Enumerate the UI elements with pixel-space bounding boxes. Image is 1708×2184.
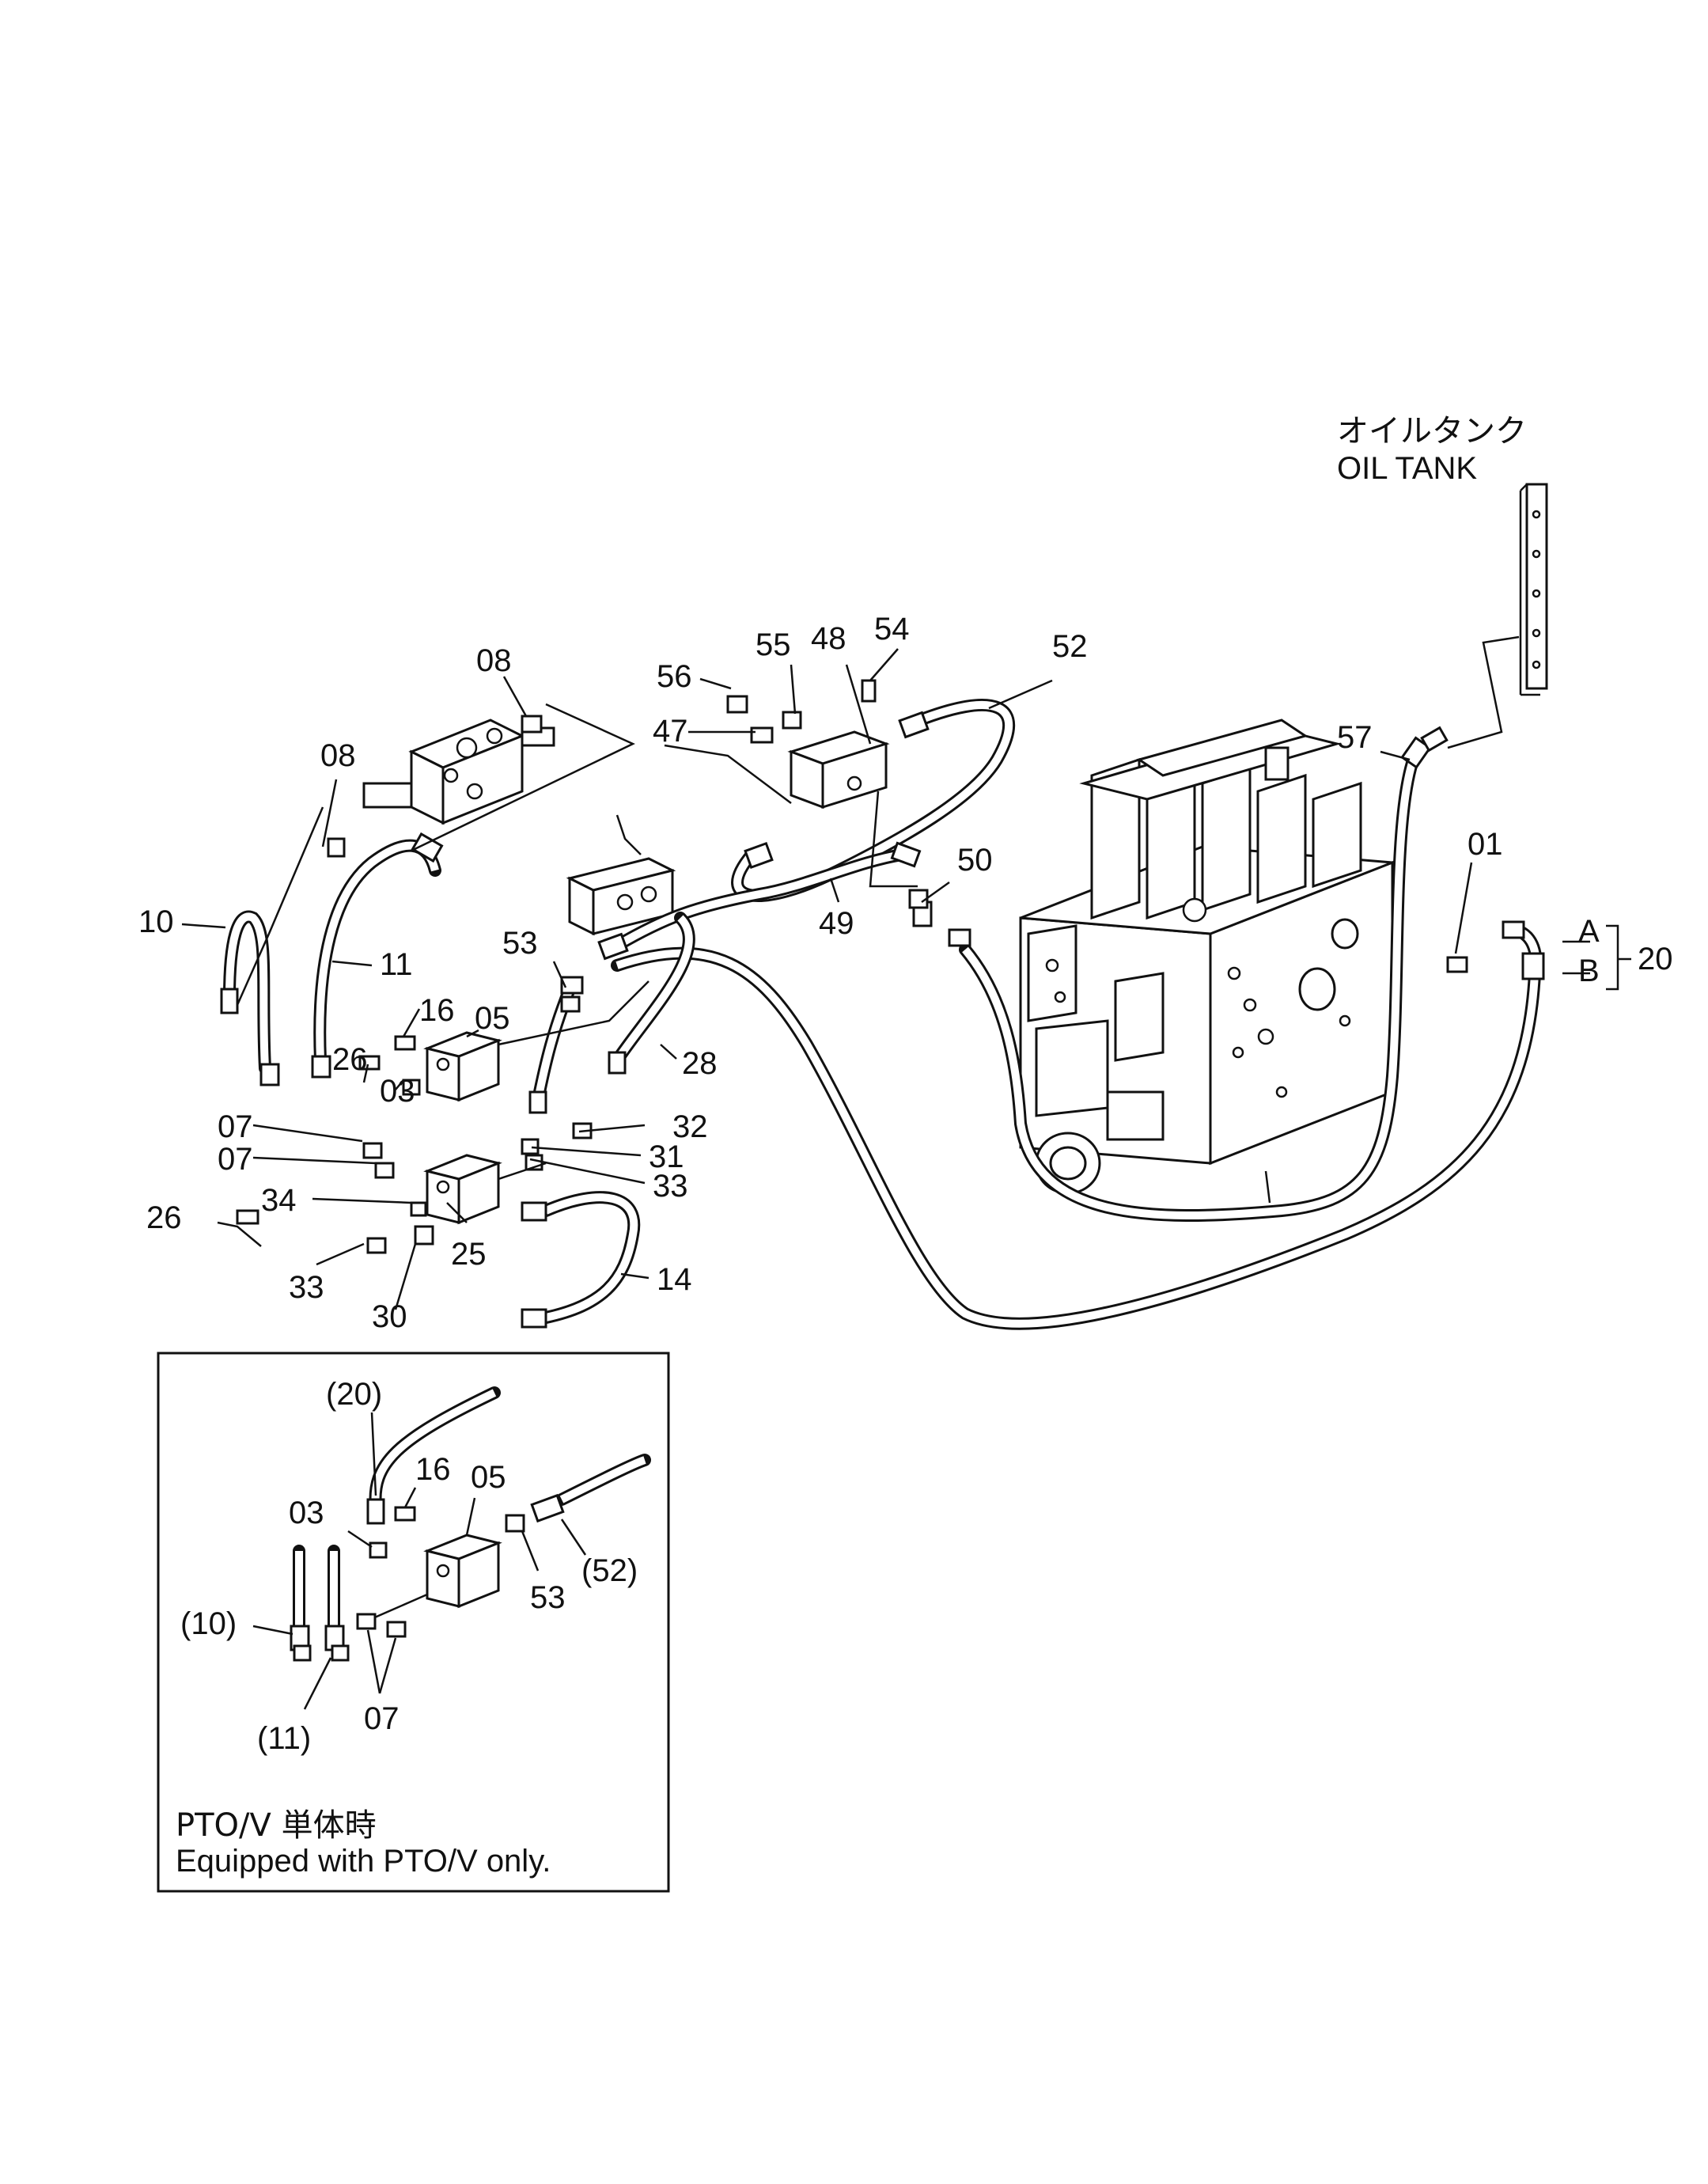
oil-tank-bracket xyxy=(1447,483,1548,749)
callout-54: 54 xyxy=(874,612,910,646)
main-callouts: 08 08 10 11 16 05 26 03 07 07 34 26 25 3… xyxy=(138,612,1673,1334)
callout-25: 25 xyxy=(451,1237,487,1272)
callout-50: 50 xyxy=(957,843,993,878)
callout-26: 26 xyxy=(332,1042,368,1077)
callout-07: 07 xyxy=(218,1142,253,1177)
hose-main-loop xyxy=(611,946,1541,1330)
oil-tank-label: オイルタンク OIL TANK xyxy=(1337,413,1527,486)
callout-B: B xyxy=(1578,954,1600,988)
inset-caption-en: Equipped with PTO/V only. xyxy=(176,1844,551,1879)
inset-callout-07: 07 xyxy=(364,1701,400,1736)
small-valve-block xyxy=(566,814,676,936)
callout-03: 03 xyxy=(380,1074,415,1109)
junction-block-05 xyxy=(423,1031,502,1102)
hose-11 xyxy=(313,839,441,1067)
callout-47: 47 xyxy=(653,714,688,749)
callout-57: 57 xyxy=(1337,720,1373,755)
oil-tank-label-jp: オイルタンク xyxy=(1337,413,1527,449)
inset-leaders xyxy=(252,1412,587,1710)
inset-frame xyxy=(157,1352,670,1893)
leader-lines xyxy=(181,648,1631,1310)
main-control-valve xyxy=(1019,719,1394,1204)
oil-tank-label-en: OIL TANK xyxy=(1337,451,1477,486)
callout-32: 32 xyxy=(672,1109,708,1144)
callout-33: 33 xyxy=(653,1169,688,1204)
callout-30: 30 xyxy=(372,1299,407,1334)
inset-callout-52: (52) xyxy=(581,1553,638,1588)
callout-55: 55 xyxy=(756,628,791,662)
callout-20: 20 xyxy=(1638,942,1673,976)
valve-block-48 xyxy=(787,730,890,810)
callout-07: 07 xyxy=(218,1109,253,1144)
inset-block-05 xyxy=(363,1534,502,1624)
fittings xyxy=(220,679,1545,1329)
hose-49 xyxy=(611,848,908,952)
inset-caption-jp: PTO/V 単体時 xyxy=(176,1807,377,1844)
callout-28: 28 xyxy=(682,1046,718,1081)
callout-10: 10 xyxy=(138,904,174,939)
inset-callout-11: (11) xyxy=(257,1721,311,1756)
callout-49: 49 xyxy=(819,906,854,941)
callout-A: A xyxy=(1578,914,1600,949)
callout-05: 05 xyxy=(475,1001,510,1036)
callout-08: 08 xyxy=(476,643,512,678)
callout-26: 26 xyxy=(146,1200,182,1235)
callout-48: 48 xyxy=(811,621,846,656)
callout-52: 52 xyxy=(1052,629,1088,664)
inset-callout-10: (10) xyxy=(180,1606,237,1641)
inset-callout-53: 53 xyxy=(530,1580,566,1615)
inset-pto-only: (20) 16 05 03 53 (52) (10) (11) 07 PTO/V… xyxy=(157,1352,670,1893)
hose-10 xyxy=(223,910,271,1075)
callout-08: 08 xyxy=(320,738,356,773)
callout-11: 11 xyxy=(380,947,413,982)
inset-callout-16: 16 xyxy=(415,1452,451,1487)
callout-31: 31 xyxy=(649,1139,684,1174)
callout-56: 56 xyxy=(657,659,692,694)
junction-block-25 xyxy=(423,1154,502,1225)
inset-fittings xyxy=(356,1493,565,1638)
hose-14 xyxy=(540,1191,641,1324)
callout-14: 14 xyxy=(657,1262,692,1297)
callout-16: 16 xyxy=(419,993,455,1028)
inset-pipes-10-11 xyxy=(290,1545,350,1662)
pto-valve xyxy=(362,719,555,825)
inset-callout-20: (20) xyxy=(326,1377,382,1412)
hose-57 xyxy=(959,745,1422,1223)
callout-01: 01 xyxy=(1468,827,1503,862)
callout-34: 34 xyxy=(261,1183,297,1218)
inset-callout-05: 05 xyxy=(471,1460,506,1495)
inset-hose-52 xyxy=(555,1454,651,1506)
callout-53: 53 xyxy=(502,926,538,961)
inset-callout-03: 03 xyxy=(289,1496,324,1530)
callout-33: 33 xyxy=(289,1270,324,1305)
